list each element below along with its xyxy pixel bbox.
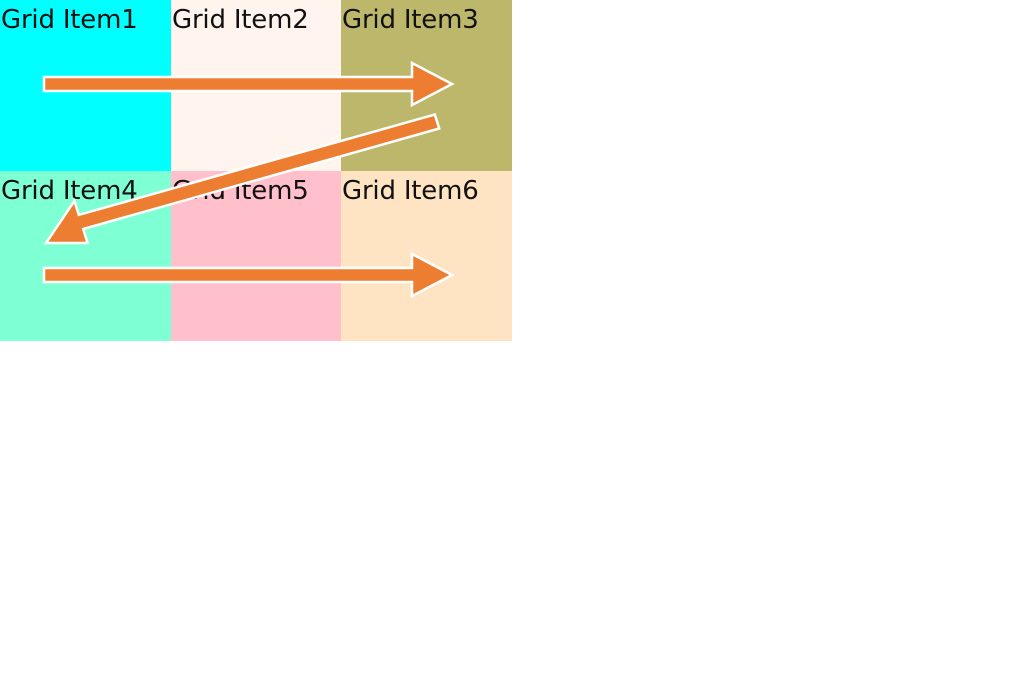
grid-item-label: Grid Item5: [172, 176, 309, 206]
grid-item-label: Grid Item4: [1, 176, 138, 206]
grid-item-4: Grid Item4: [0, 171, 171, 341]
grid-container: Grid Item1 Grid Item2 Grid Item3 Grid It…: [0, 0, 512, 341]
grid-item-label: Grid Item3: [342, 5, 479, 35]
grid-item-6: Grid Item6: [341, 171, 512, 341]
grid-item-3: Grid Item3: [341, 0, 512, 171]
grid-item-5: Grid Item5: [171, 171, 341, 341]
grid-item-label: Grid Item2: [172, 5, 309, 35]
grid-item-1: Grid Item1: [0, 0, 171, 171]
grid-item-2: Grid Item2: [171, 0, 341, 171]
grid-item-label: Grid Item6: [342, 176, 479, 206]
grid-item-label: Grid Item1: [1, 5, 138, 35]
